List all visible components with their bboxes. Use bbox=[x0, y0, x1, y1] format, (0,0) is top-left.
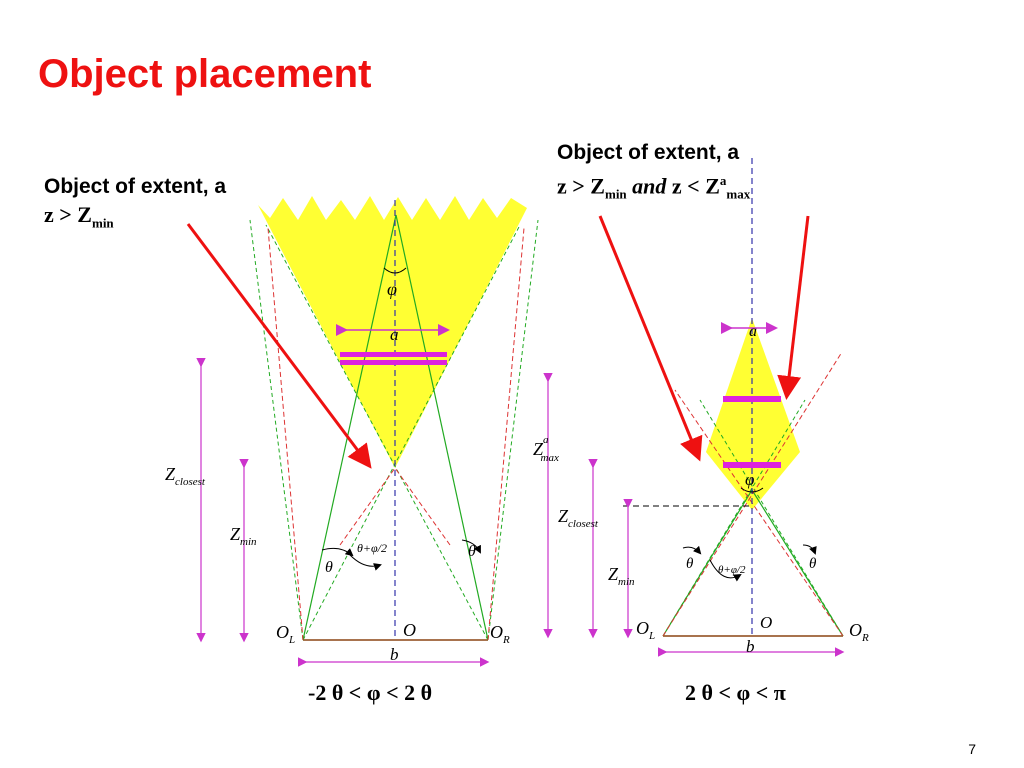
slide-title: Object placement bbox=[38, 52, 372, 96]
right-b-label: b bbox=[746, 637, 755, 656]
left-zmin-label: Zmin bbox=[230, 524, 257, 548]
left-ol-label: OL bbox=[276, 622, 295, 646]
left-callout-line2: z > Zmin bbox=[44, 202, 114, 231]
right-theta-right-label: θ bbox=[809, 556, 817, 572]
left-zclosest-label: Zclosest bbox=[165, 464, 206, 488]
left-a-label: a bbox=[390, 325, 399, 344]
left-object-bar-2 bbox=[340, 360, 447, 365]
right-theta-left-label: θ bbox=[686, 556, 694, 572]
right-callout-line1: Object of extent, a bbox=[557, 141, 740, 164]
left-condition: -2 θ < φ < 2 θ bbox=[308, 680, 433, 705]
right-theta-phi-label: θ+φ/2 bbox=[718, 564, 746, 576]
right-callout-line2: z > Zmin and z < Zamax bbox=[557, 173, 751, 202]
right-callout-arrow-right bbox=[777, 215, 810, 400]
left-or-label: OR bbox=[490, 622, 510, 646]
left-theta-left-label: θ bbox=[325, 559, 333, 576]
left-b-label: b bbox=[390, 645, 399, 664]
right-ol-label: OL bbox=[636, 618, 655, 642]
left-callout: Object of extent, a z > Zmin bbox=[44, 173, 226, 237]
left-theta-phi-label: θ+φ/2 bbox=[357, 541, 387, 555]
left-object-bar-1 bbox=[340, 352, 447, 357]
left-callout-line1: Object of extent, a bbox=[44, 175, 227, 198]
right-object-bar-2 bbox=[723, 462, 781, 468]
right-phi-label: φ bbox=[745, 470, 754, 489]
right-callout-arrow-left bbox=[598, 215, 703, 462]
left-o-label: O bbox=[403, 620, 416, 640]
right-zclosest-label: Zclosest bbox=[558, 506, 599, 530]
right-o-label: O bbox=[760, 613, 772, 632]
left-theta-right-label: θ bbox=[468, 543, 476, 560]
left-callout-arrow bbox=[186, 223, 372, 469]
right-object-bar-1 bbox=[723, 396, 781, 402]
right-callout: Object of extent, a z > Zmin and z < Zam… bbox=[557, 139, 750, 209]
page-number: 7 bbox=[968, 741, 976, 757]
right-or-label: OR bbox=[849, 620, 869, 644]
right-condition: 2 θ < φ < π bbox=[685, 680, 786, 705]
left-phi-label: φ bbox=[387, 279, 397, 299]
left-diagram: φ a Zclosest Zmin θ θ+φ/2 θ OL O OR b bbox=[165, 196, 539, 667]
right-zmin-label: Zmin bbox=[608, 564, 635, 588]
right-a-label: a bbox=[749, 323, 757, 340]
